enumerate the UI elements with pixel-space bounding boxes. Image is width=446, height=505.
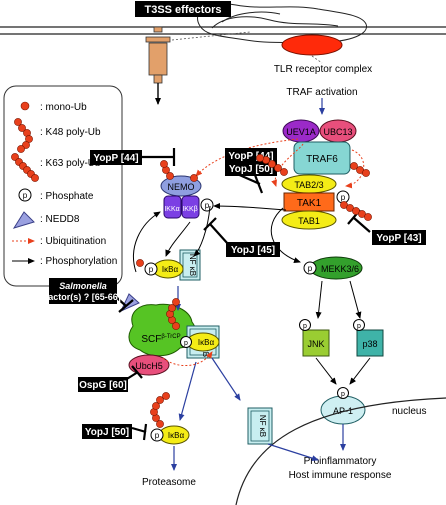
nemo-ub-chain [160, 160, 168, 168]
ikka-label: IKKα [164, 206, 179, 213]
salmonella-label: Salmonella [59, 281, 107, 291]
svg-text:p: p [184, 340, 188, 347]
yopp44-left-label: YopP [44] [93, 153, 138, 164]
nucleus-boundary [235, 397, 446, 505]
svg-text:p: p [155, 431, 160, 440]
tab23-ub-chain [268, 160, 276, 168]
tab1-ub-chain [364, 213, 372, 221]
legend-phosphorylation: : Phosphorylation [40, 256, 117, 267]
scf-k48-chain [172, 322, 180, 330]
signal-arrows [132, 138, 365, 462]
yopj45-label: YopJ [45] [231, 245, 275, 256]
svg-text:p: p [341, 193, 346, 202]
legend-mono-ub: : mono-Ub [40, 102, 87, 113]
tlr-label: TLR receptor complex [274, 64, 372, 75]
tab23-ub-chain [280, 168, 288, 176]
svg-text:p: p [341, 391, 345, 398]
ikba-phosphate-icon [144, 262, 158, 276]
nucleus-label: nucleus [392, 406, 426, 417]
nfkb-label-mid: NF κB [188, 254, 197, 276]
salmonella-factor-label: factor(s) ? [65-66] [45, 292, 121, 302]
p38-label: p38 [362, 339, 377, 349]
tab1-label: TAB1 [298, 216, 320, 226]
nedd8-triangle-icon [12, 211, 35, 229]
inhibitors: YopP [44] YopP [44] YopJ [50] YopP [43] … [45, 148, 426, 439]
ubc13-label: UBC13 [323, 127, 352, 137]
mapk-branch: MEKK3/6 p JNK p p38 p AP-1 p [299, 256, 384, 425]
nemo-label: NEMO [168, 182, 195, 192]
svg-text:p: p [149, 265, 154, 274]
ikba-label-low: IκBα [168, 431, 185, 440]
ikk-complex: NEMO IKKα IKKβ p [160, 175, 214, 219]
nemo-ub-chain [166, 172, 174, 180]
traf6-ub-chain [362, 169, 370, 177]
host-response-label: Host immune response [289, 470, 392, 481]
scf-k48-chain [168, 304, 176, 312]
ikba-label-mid: IκBα [162, 265, 179, 274]
nfkb-label-free: NF κB [258, 415, 267, 437]
ubch5-label: UbcH5 [135, 361, 163, 371]
legend-nedd8: : NEDD8 [40, 214, 80, 225]
legend-k63: : K63 poly-Ub [40, 158, 101, 169]
legend-phosphate: : Phosphate [40, 191, 94, 202]
tlr-receptor-complex [197, 3, 367, 56]
yopj50-mid-label: YopJ [50] [229, 164, 273, 175]
low-k48-chain [156, 396, 164, 404]
jnk-label: JNK [307, 339, 324, 349]
nemo-ub-icon [190, 174, 198, 182]
ikkb-label: IKKβ [182, 206, 197, 213]
proteasome-label: Proteasome [142, 477, 196, 488]
legend-ubiquitination: : Ubiquitination [40, 236, 106, 247]
t3ss-needle: T3SS effectors [135, 1, 251, 105]
uev1a-label: UEV1A [286, 127, 316, 137]
traf-activation-label: TRAF activation [286, 87, 357, 98]
low-k48-chain [152, 402, 160, 410]
mekk-label: MEKK3/6 [321, 264, 359, 274]
nfkb-free: NF κB [247, 407, 273, 445]
traf6-complex: UEV1A UBC13 TRAF6 TAB2/3 TAK1 TAB1 p [281, 119, 357, 230]
ikba-mid-ub-icon [136, 259, 144, 267]
scf-label: SCFβ-TrCP [141, 334, 180, 345]
traf6-label: TRAF6 [306, 154, 338, 165]
svg-text:p: p [205, 201, 210, 210]
yopp44-mid-label: YopP [44] [228, 151, 273, 162]
tab23-ub-chain [274, 164, 282, 172]
tab23-label: TAB2/3 [294, 180, 323, 190]
ospg-label: OspG [60] [79, 380, 127, 391]
scf-k48-chain [172, 298, 180, 306]
yopj50-low-label: YopJ [50] [85, 427, 129, 438]
phosphate-icon [18, 188, 32, 202]
legend-k48: : K48 poly-Ub [40, 127, 101, 138]
svg-text:p: p [308, 264, 313, 273]
scf-complex: SCFβ-TrCP UbcH5 NF κB IκBα p [119, 293, 220, 376]
t3ss-label: T3SS effectors [144, 4, 221, 16]
yopp43-label: YopP [43] [376, 233, 421, 244]
k48-chain-icon [17, 145, 25, 153]
low-k48-chain [162, 392, 170, 400]
svg-text:p: p [357, 323, 361, 330]
traf6-ub-chain [350, 162, 358, 170]
svg-text:p: p [303, 323, 307, 330]
ikba-nfkb-complex: NF κB IκBα p [144, 249, 201, 281]
ubiquitin-chains [136, 154, 372, 428]
k48-chain-icon [18, 124, 26, 132]
ikba-label-scf: IκBα [198, 338, 215, 347]
cell-membrane [0, 26, 446, 35]
mono-ub-icon [20, 101, 30, 111]
proinflammatory-label: Proinflammatory [304, 456, 377, 467]
phosphate-letter: p [23, 191, 28, 200]
inhibitor-lines [114, 148, 371, 441]
legend: p : mono-Ub : K48 poly-Ub : K63 poly-Ub … [3, 85, 123, 287]
k63-chain-icon [31, 174, 39, 182]
k48-chain-icon [14, 118, 22, 126]
ikba-ubiquitinated: IκBα p Proteasome [142, 425, 196, 488]
tab23-ub-chain [256, 154, 264, 162]
low-k48-chain [156, 420, 164, 428]
tak1-label: TAK1 [297, 198, 322, 209]
